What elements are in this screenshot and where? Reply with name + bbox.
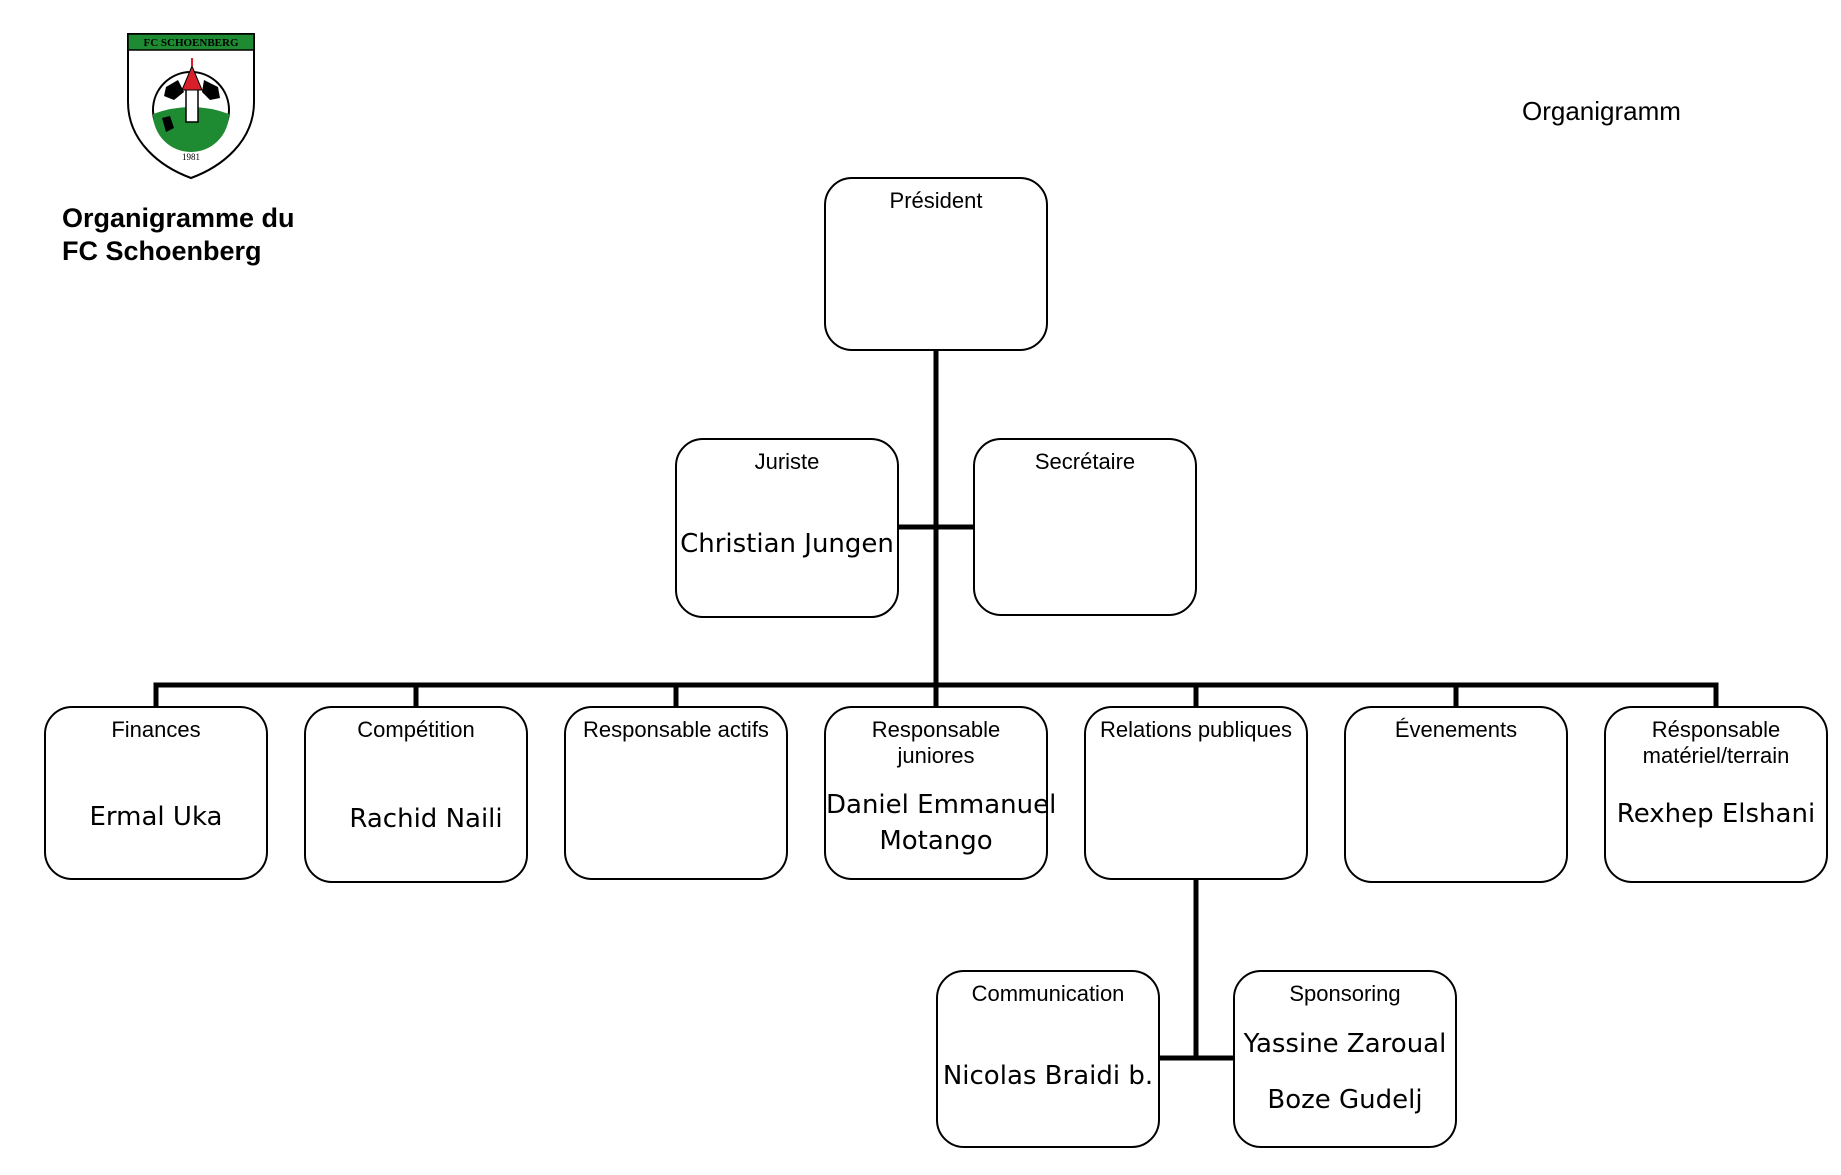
role-label: Finances: [111, 717, 201, 742]
person-name: Rexhep Elshani: [1616, 799, 1816, 829]
node-communication: Communication Nicolas Braidi b.: [936, 970, 1160, 1148]
node-president: Président: [824, 177, 1048, 351]
club-logo: FC SCHOENBERG 1981: [127, 33, 255, 180]
role-label: Sponsoring: [1289, 981, 1401, 1006]
node-juniores: Responsable juniores Daniel Emmanuel Mot…: [824, 706, 1057, 880]
role-label: Communication: [971, 981, 1125, 1006]
role-label: Relations publiques: [1099, 717, 1293, 742]
node-juriste: Juriste Christian Jungen: [675, 438, 899, 618]
document-title: Organigramme du FC Schoenberg: [62, 202, 295, 268]
logo-year: 1981: [182, 152, 200, 162]
person-name: Ermal Uka: [89, 802, 223, 832]
document-title-line1: Organigramme du: [62, 203, 295, 233]
person-name: Yassine Zaroual: [1243, 1029, 1447, 1059]
person-name: Christian Jungen: [680, 529, 894, 559]
node-actifs: Responsable actifs: [564, 706, 788, 880]
node-finances: Finances Ermal Uka: [44, 706, 268, 880]
document-title-line2: FC Schoenberg: [62, 236, 262, 266]
node-competition: Compétition Rachid Naili: [304, 706, 528, 883]
role-label: Résponsable matériel/terrain: [1642, 717, 1790, 768]
role-label: Responsable juniores: [871, 717, 1001, 768]
person-name: Nicolas Braidi b.: [942, 1061, 1154, 1091]
logo-text: FC SCHOENBERG: [143, 37, 238, 49]
node-secretaire: Secrétaire: [973, 438, 1197, 616]
person-name: Rachid Naili: [349, 804, 503, 834]
role-label: Juriste: [754, 449, 820, 474]
person-name: Boze Gudelj: [1267, 1085, 1423, 1115]
role-label: Secrétaire: [1034, 449, 1136, 474]
person-name: Daniel Emmanuel: [826, 790, 1057, 820]
node-relations: Relations publiques: [1084, 706, 1308, 880]
role-label: Responsable actifs: [583, 717, 769, 742]
node-materiel: Résponsable matériel/terrain Rexhep Elsh…: [1604, 706, 1828, 883]
role-label: Évenements: [1394, 717, 1518, 742]
node-evenements: Évenements: [1344, 706, 1568, 883]
page-heading: Organigramm: [1522, 96, 1681, 126]
person-name: Motango: [879, 826, 993, 856]
node-sponsoring: Sponsoring Yassine Zaroual Boze Gudelj: [1233, 970, 1457, 1148]
role-label: Président: [889, 188, 983, 213]
role-label: Compétition: [357, 717, 475, 742]
